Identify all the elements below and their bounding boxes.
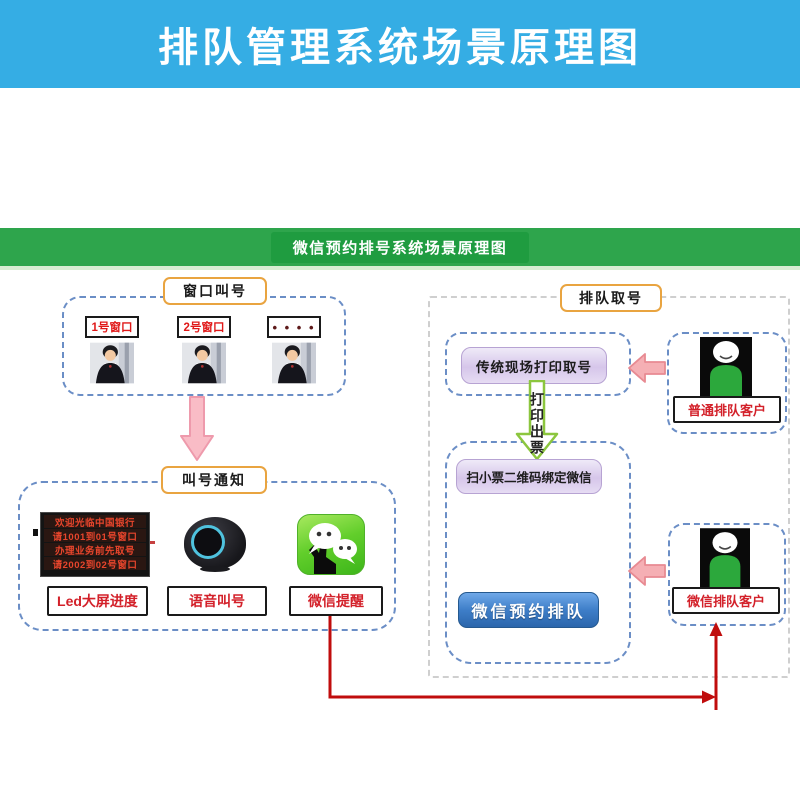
- led-line: 请2002到02号窗口: [44, 557, 146, 571]
- led-caption: Led大屏进度: [47, 586, 148, 616]
- voice-call-caption: 语音叫号: [167, 586, 267, 616]
- led-line: 办理业务前先取号: [44, 543, 146, 557]
- wechat-bubbles-icon: [309, 523, 357, 574]
- wechat-customer-caption: 微信排队客户: [672, 587, 780, 614]
- normal-customer-group: [667, 332, 787, 434]
- customer-to-wechat-arrow-icon: [628, 556, 666, 586]
- led-line: 欢迎光临中国银行: [44, 515, 146, 529]
- wechat-icon: [297, 514, 365, 575]
- call-notify-label: 叫号通知: [161, 466, 267, 494]
- page-title: 排队管理系统场景原理图: [158, 26, 642, 70]
- scan-qr-box: 扫小票二维码绑定微信: [456, 459, 602, 494]
- customer-to-print-arrow-icon: [628, 353, 666, 383]
- wechat-customer-group: [668, 523, 786, 626]
- service-window-more: • • • •: [267, 316, 321, 387]
- window-1-sign: 1号窗口: [85, 316, 139, 338]
- service-window-1: 1号窗口: [85, 316, 139, 387]
- queue-number-label: 排队取号: [560, 284, 662, 312]
- traditional-print-box: 传统现场打印取号: [461, 347, 607, 384]
- top-banner: 排队管理系统场景原理图: [0, 0, 800, 88]
- wechat-reserve-button: 微信预约排队: [458, 592, 599, 628]
- print-ticket-arrow-icon: [515, 380, 559, 461]
- flow-down-arrow-icon: [180, 396, 214, 461]
- normal-customer-caption: 普通排队客户: [673, 396, 781, 423]
- wechat-remind-caption: 微信提醒: [289, 586, 383, 616]
- window-more-sign: • • • •: [267, 316, 321, 338]
- diagram-header-bar: 微信预约排号系统场景原理图: [0, 228, 800, 266]
- led-mount-dot: [33, 529, 38, 536]
- normal-customer-icon: [700, 337, 752, 401]
- service-window-2: 2号窗口: [177, 316, 231, 387]
- teller-photo-icon: [182, 342, 226, 384]
- window-2-sign: 2号窗口: [177, 316, 231, 338]
- teller-photo-icon: [90, 342, 134, 384]
- print-ticket-arrow-text: 打印出票: [529, 392, 545, 456]
- window-calling-label: 窗口叫号: [163, 277, 267, 305]
- speaker-icon: [184, 517, 246, 572]
- teller-photo-icon: [272, 342, 316, 384]
- diagram-title: 微信预约排号系统场景原理图: [270, 231, 530, 263]
- diagram-header-underline: [0, 266, 800, 270]
- wechat-customer-icon: [700, 528, 750, 590]
- led-display: 欢迎光临中国银行 请1001到01号窗口 办理业务前先取号 请2002到02号窗…: [40, 512, 150, 577]
- led-line: 请1001到01号窗口: [44, 529, 146, 543]
- led-side-mark: [150, 541, 155, 544]
